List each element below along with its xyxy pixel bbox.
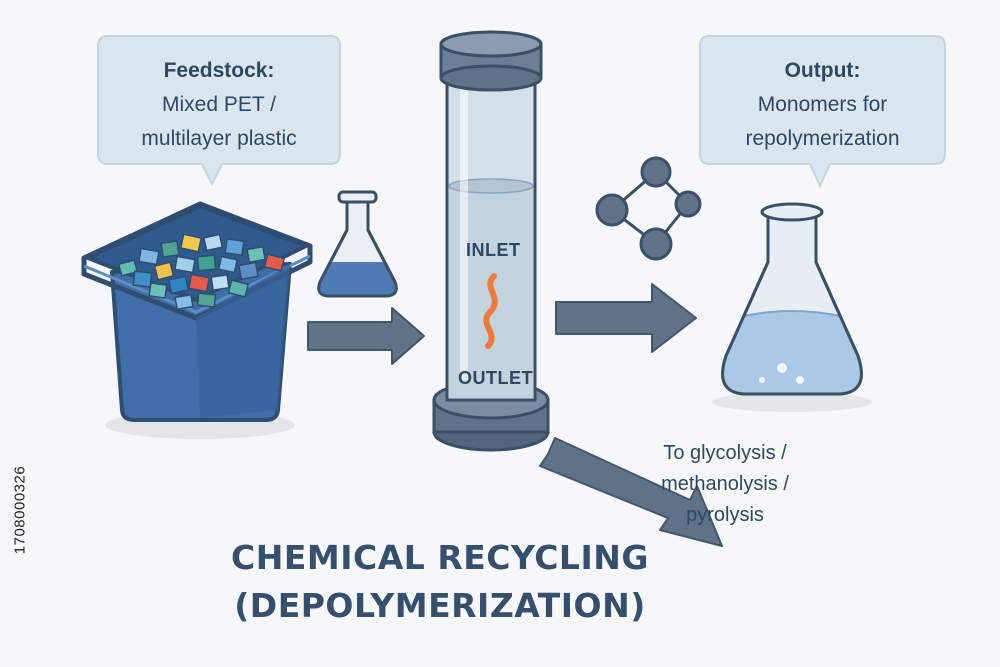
output-heading: Output: [784,59,861,82]
arrow-to-recycling-routes [539,437,723,547]
plastic-fragments [117,233,286,311]
stock-image-id: 1708000326 [0,430,40,590]
feedstock-callout-bubble [97,35,341,187]
route-line-3: pyrolysis [686,504,764,526]
feedstock-heading: Feedstock: [163,59,275,82]
route-line-1: To glycolysis / [663,442,787,464]
output-callout-text: Output: Monomers for repolymerization [702,54,943,156]
small-flask-icon [317,190,398,298]
output-line-1: Monomers for [757,93,888,116]
diagram-title: CHEMICAL RECYCLING (DEPOLYMERIZATION) [190,534,690,630]
recycling-routes-text: To glycolysis / methanolysis / pyrolysis [600,438,850,531]
heat-wave-icon [483,273,498,349]
feedstock-line-1: Mixed PET / [162,93,276,116]
route-line-2: methanolysis / [661,473,789,495]
feedstock-callout-text: Feedstock: Mixed PET / multilayer plasti… [100,54,338,156]
title-line-2: (DEPOLYMERIZATION) [234,586,646,625]
output-line-2: repolymerization [745,127,900,150]
stock-image-id-text: 1708000326 [11,465,29,555]
reactor-inlet-label: INLET [466,240,521,260]
output-callout-bubble [699,35,946,189]
arrow-reactor-to-output [555,283,697,353]
feedstock-line-2: multilayer plastic [141,127,297,150]
arrow-feed-to-reactor [307,307,425,365]
reactor-outlet-label: OUTLET [458,368,533,388]
plastic-waste-bin [81,201,313,422]
output-flask-icon [712,202,872,412]
title-line-1: CHEMICAL RECYCLING [231,538,649,577]
molecule-icon [595,156,702,261]
